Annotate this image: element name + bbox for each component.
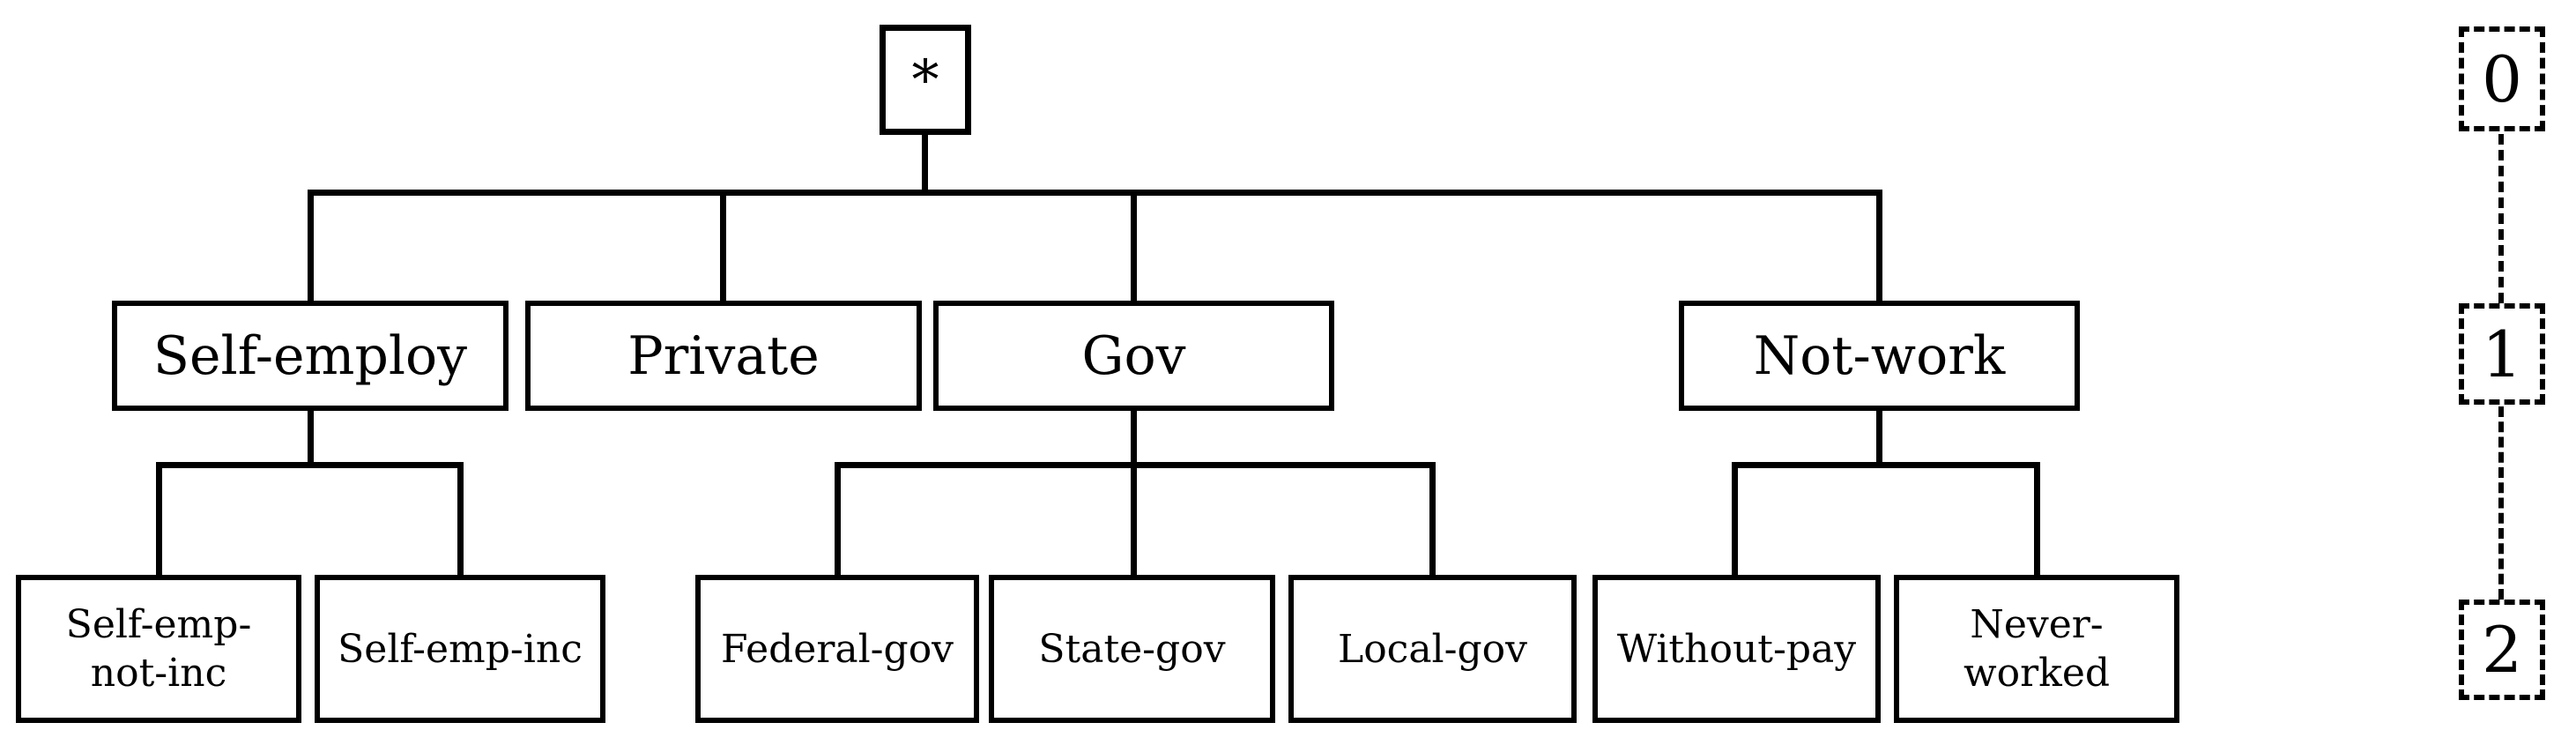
depth-ruler-label-0: 0	[2482, 41, 2522, 116]
tree-node-not-work-label: Not-work	[1753, 324, 2006, 387]
tree-node-local-gov: Local-gov	[1288, 575, 1577, 723]
tree-edge-gov-drop	[1131, 409, 1137, 466]
tree-node-federal-gov: Federal-gov	[695, 575, 979, 723]
tree-node-self-emp-inc-label: Self-emp-inc	[338, 626, 583, 672]
tree-node-self-emp-not-inc: Self-emp- not-inc	[16, 575, 301, 723]
tree-edge-to-federal-gov	[835, 462, 841, 578]
tree-node-without-pay-label: Without-pay	[1616, 626, 1857, 672]
tree-node-without-pay: Without-pay	[1592, 575, 1881, 723]
tree-edge-to-without-pay	[1732, 462, 1738, 578]
tree-node-federal-gov-label: Federal-gov	[720, 626, 954, 672]
tree-edge-to-private	[720, 190, 726, 304]
tree-node-local-gov-label: Local-gov	[1337, 626, 1528, 672]
tree-edge-to-never-worked	[2034, 462, 2040, 578]
depth-ruler-box-2: 2	[2459, 600, 2545, 700]
tree-node-state-gov-label: State-gov	[1038, 626, 1226, 672]
tree-edge-to-self-employ	[308, 190, 314, 304]
tree-edge-not-work-drop	[1876, 409, 1882, 466]
tree-edge-not-work-bus	[1732, 462, 2040, 468]
tree-node-gov-label: Gov	[1081, 324, 1186, 387]
depth-ruler-label-1: 1	[2482, 317, 2522, 391]
tree-node-never-worked-label-line2: worked	[1963, 651, 2111, 696]
tree-node-private: Private	[525, 301, 922, 411]
depth-ruler-box-0: 0	[2459, 26, 2545, 131]
tree-node-state-gov: State-gov	[989, 575, 1275, 723]
tree-edge-to-state-gov	[1131, 462, 1137, 578]
tree-node-self-employ: Self-employ	[112, 301, 509, 411]
depth-ruler-connector-1-2	[2498, 406, 2504, 600]
tree-edge-to-self-emp-not-inc	[156, 462, 162, 578]
depth-ruler-label-2: 2	[2482, 613, 2522, 687]
tree-node-self-emp-not-inc-label-line2: not-inc	[90, 651, 227, 696]
tree-edge-self-employ-drop	[308, 409, 314, 466]
tree-edge-to-local-gov	[1429, 462, 1436, 578]
tree-edge-root-drop	[922, 132, 928, 196]
tree-edge-to-gov	[1131, 190, 1137, 304]
tree-edge-self-employ-bus	[156, 462, 464, 468]
tree-node-gov: Gov	[933, 301, 1334, 411]
tree-node-self-employ-label: Self-employ	[152, 324, 468, 387]
tree-node-not-work: Not-work	[1679, 301, 2080, 411]
tree-edge-to-not-work	[1876, 190, 1882, 304]
depth-ruler-connector-0-1	[2498, 134, 2504, 303]
tree-node-self-emp-not-inc-label-line1: Self-emp-	[65, 602, 252, 647]
tree-edge-level1-bus	[308, 190, 1882, 196]
tree-node-root: *	[880, 25, 971, 135]
tree-node-self-emp-inc: Self-emp-inc	[315, 575, 605, 723]
tree-edge-to-self-emp-inc	[457, 462, 464, 578]
tree-node-never-worked-label-line1: Never-	[1970, 602, 2104, 647]
tree-node-never-worked: Never- worked	[1894, 575, 2179, 723]
tree-node-root-label: *	[911, 47, 939, 112]
tree-node-private-label: Private	[627, 324, 820, 387]
depth-ruler-box-1: 1	[2459, 303, 2545, 405]
